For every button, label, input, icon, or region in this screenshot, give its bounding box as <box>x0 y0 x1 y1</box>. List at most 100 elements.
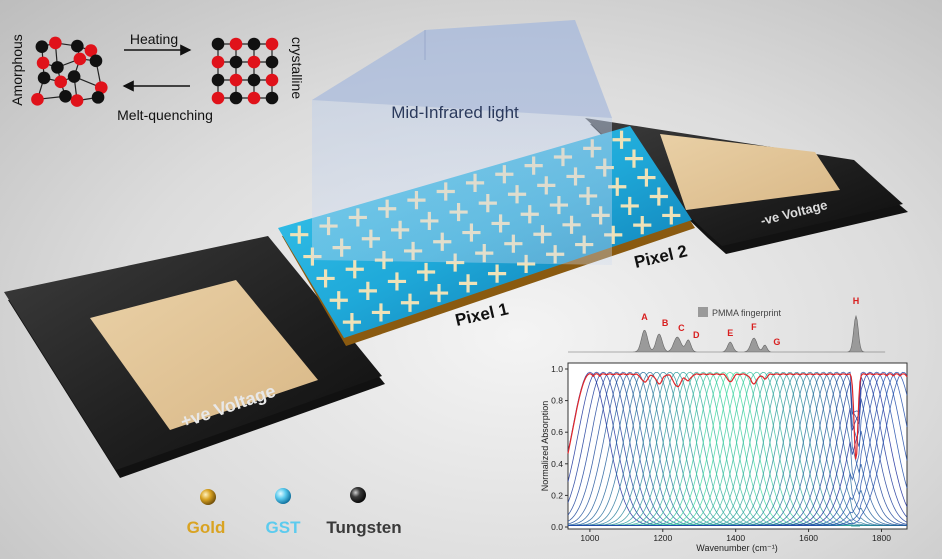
peak-label: H <box>853 296 860 306</box>
positive-electrode: +ve Voltage <box>4 236 385 478</box>
gold-cross <box>624 149 644 168</box>
atom <box>211 37 225 51</box>
amorphous-label: Amorphous <box>9 34 25 106</box>
x-tick-label: 1200 <box>653 533 672 543</box>
gold-pad-left <box>90 280 318 430</box>
atom <box>71 39 84 53</box>
atom <box>84 44 98 57</box>
crystalline-lattice <box>211 37 279 105</box>
gold-cross <box>458 274 478 293</box>
material-legend: Gold GST Tungsten <box>187 487 402 537</box>
atom <box>229 91 243 105</box>
atom <box>229 37 243 51</box>
resonance-curve <box>568 371 908 526</box>
atom <box>265 37 279 51</box>
y-tick-label: 1.0 <box>551 364 563 374</box>
peak-label: G <box>773 337 780 347</box>
y-tick-label: 0.6 <box>551 427 563 437</box>
gold-sphere-icon <box>200 489 216 505</box>
atom <box>94 81 108 94</box>
gold-cross <box>487 264 507 283</box>
atom <box>229 55 243 69</box>
melt-quenching-label: Melt-quenching <box>117 107 213 123</box>
atom <box>211 91 225 105</box>
fingerprint-legend-label: PMMA fingerprint <box>712 308 782 318</box>
amorphous-lattice <box>31 36 108 107</box>
atom <box>70 94 84 107</box>
atom <box>211 73 225 87</box>
gold-cross <box>662 206 681 225</box>
peak-label: B <box>662 318 669 328</box>
atom <box>73 52 87 66</box>
fingerprint-spectrum <box>568 314 886 353</box>
gold-cross <box>290 225 309 244</box>
gst-label: GST <box>266 518 302 537</box>
atom <box>51 61 64 74</box>
atom <box>89 54 103 68</box>
atom <box>91 91 105 104</box>
gold-cross <box>649 187 668 206</box>
atom <box>59 89 72 103</box>
gold-cross <box>608 177 627 196</box>
atom <box>265 55 279 69</box>
atom <box>247 91 261 105</box>
atom <box>49 36 62 50</box>
mid-infrared-label: Mid-Infrared light <box>391 103 519 122</box>
x-tick-label: 1400 <box>726 533 745 543</box>
atom <box>211 55 225 69</box>
mid-infrared-beam: Mid-Infrared light <box>312 20 612 265</box>
gold-cross <box>416 262 436 282</box>
gold-cross <box>637 168 656 187</box>
gold-cross <box>620 196 639 216</box>
y-tick-label: 0.4 <box>551 459 563 469</box>
peak-label: D <box>693 330 700 340</box>
atom <box>229 73 243 87</box>
x-tick-label: 1800 <box>872 533 891 543</box>
gold-label: Gold <box>187 518 226 537</box>
x-tick-label: 1000 <box>580 533 599 543</box>
gold-cross <box>429 283 449 303</box>
phase-change-inset: Heating Melt-quenching Amorphous crystal… <box>9 31 305 123</box>
negative-electrode: -ve Voltage <box>585 118 908 254</box>
atom <box>265 73 279 87</box>
atom <box>247 37 261 51</box>
tungsten-sphere-icon <box>350 487 366 503</box>
peak-label: F <box>751 322 757 332</box>
absorption-envelope <box>567 373 908 460</box>
heating-label: Heating <box>130 31 178 47</box>
x-axis-label: Wavenumber (cm⁻¹) <box>696 543 777 553</box>
y-axis-ticks: 0.0 0.2 0.4 0.6 0.8 1.0 <box>551 364 568 532</box>
atom <box>31 93 44 106</box>
peak-label: E <box>727 328 733 338</box>
gold-cross <box>316 269 335 288</box>
atom <box>247 73 261 87</box>
fingerprint-legend-swatch <box>698 307 708 317</box>
gold-cross <box>612 130 631 149</box>
atom <box>35 40 49 54</box>
y-tick-label: 0.2 <box>551 490 563 500</box>
atom <box>247 55 261 69</box>
crystalline-label: crystalline <box>289 37 305 99</box>
tungsten-label: Tungsten <box>326 518 401 537</box>
atom <box>265 91 279 105</box>
gst-sphere-icon <box>275 488 291 504</box>
gold-pad-right <box>660 134 840 210</box>
gold-cross <box>342 313 362 332</box>
y-tick-label: 0.8 <box>551 396 563 406</box>
gold-cross <box>358 281 377 300</box>
gold-cross <box>329 291 348 310</box>
atom <box>37 71 51 85</box>
peak-label: A <box>641 312 648 322</box>
y-tick-label: 0.0 <box>551 522 563 532</box>
y-axis-label: Normalized Absorption <box>540 401 550 492</box>
gold-cross <box>371 303 391 322</box>
peak-label: C <box>678 323 685 333</box>
atom <box>67 70 81 83</box>
atom <box>36 56 50 70</box>
gold-cross <box>400 293 420 312</box>
gold-cross <box>387 272 407 291</box>
